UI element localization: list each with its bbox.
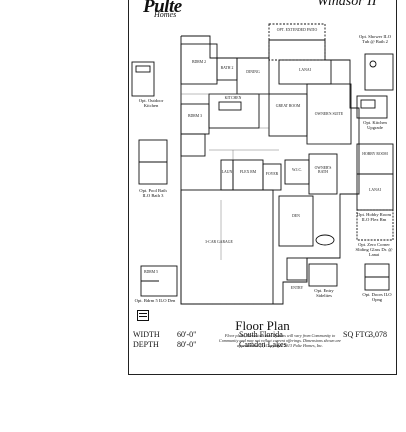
region: South Florida [239, 330, 283, 339]
room-extended-patio: OPT. EXTENDED PATIO [276, 28, 318, 32]
room-lanai: LANAI [299, 68, 311, 72]
brand-logo: Pulte [143, 0, 182, 17]
room-kitchen: KITCHEN [224, 96, 242, 100]
option-zero-corner: Opt. Zero Corner Sliding Glass Dr. @ Lan… [355, 242, 393, 257]
room-bedroom-2: BDRM 2 [191, 60, 207, 64]
room-laundry: LAUN [221, 170, 233, 174]
depth-value: 80'-0" [177, 340, 197, 349]
width-value: 60'-0" [177, 330, 197, 339]
sqft-label: SQ FTG [343, 330, 371, 339]
option-doors-den: Opt. Doors ILO Opng [362, 292, 392, 302]
option-hobby-room: Opt. Hobby Room ILO Flex Rm [356, 212, 392, 222]
option-entry-sidelites: Opt. Entry Sidelites [314, 288, 334, 298]
community: Camden Lakes [239, 340, 287, 349]
room-entry: ENTRY [290, 286, 304, 290]
room-hobby: HOBBY ROOM [362, 152, 388, 156]
floor-plan-drawing [131, 23, 394, 305]
room-garage: 3-CAR GARAGE [205, 240, 233, 244]
room-wic: W.I.C. [292, 168, 302, 172]
room-bedroom-5: BDRM 5 [143, 270, 159, 274]
room-option-lanai: LANAI [369, 188, 381, 192]
width-label: WIDTH [133, 330, 160, 339]
option-shower: Opt. Shower ILO Tub @ Bath 2 [358, 34, 392, 44]
room-owners-suite: OWNER'S SUITE [314, 112, 344, 116]
room-dining: DINING [246, 70, 260, 74]
brand-logo-script: Homes [154, 10, 177, 19]
option-kitchen-upgrade: Opt. Kitchen Upgrade [363, 120, 387, 130]
room-owners-bath: OWNER'S BATH [314, 166, 332, 175]
room-den: DEN [292, 214, 300, 218]
room-bedroom-3: BDRM 3 [187, 114, 203, 118]
model-name: Windsor II [317, 0, 377, 9]
option-bedroom-5: Opt. Bdrm 5 ILO Den [134, 298, 176, 303]
room-foyer: FOYER [265, 172, 279, 176]
depth-label: DEPTH [133, 340, 159, 349]
equal-housing-icon [137, 310, 149, 321]
room-flex: FLEX RM [239, 170, 257, 174]
option-outdoor-kitchen: Opt. Outdoor Kitchen [138, 98, 164, 108]
sqft-value: 3,078 [369, 330, 387, 339]
option-pool-bath: Opt. Pool Bath ILO Bath 3 [139, 188, 167, 198]
room-bath-2: BATH 2 [220, 66, 234, 70]
disclaimer: Floor plans, Elevations and Options will… [219, 333, 341, 348]
room-great-room: GREAT ROOM [275, 104, 301, 108]
floor-plan-sheet: Pulte Homes Windsor II [128, 0, 397, 375]
floor-plan-title: Floor Plan [235, 318, 290, 333]
